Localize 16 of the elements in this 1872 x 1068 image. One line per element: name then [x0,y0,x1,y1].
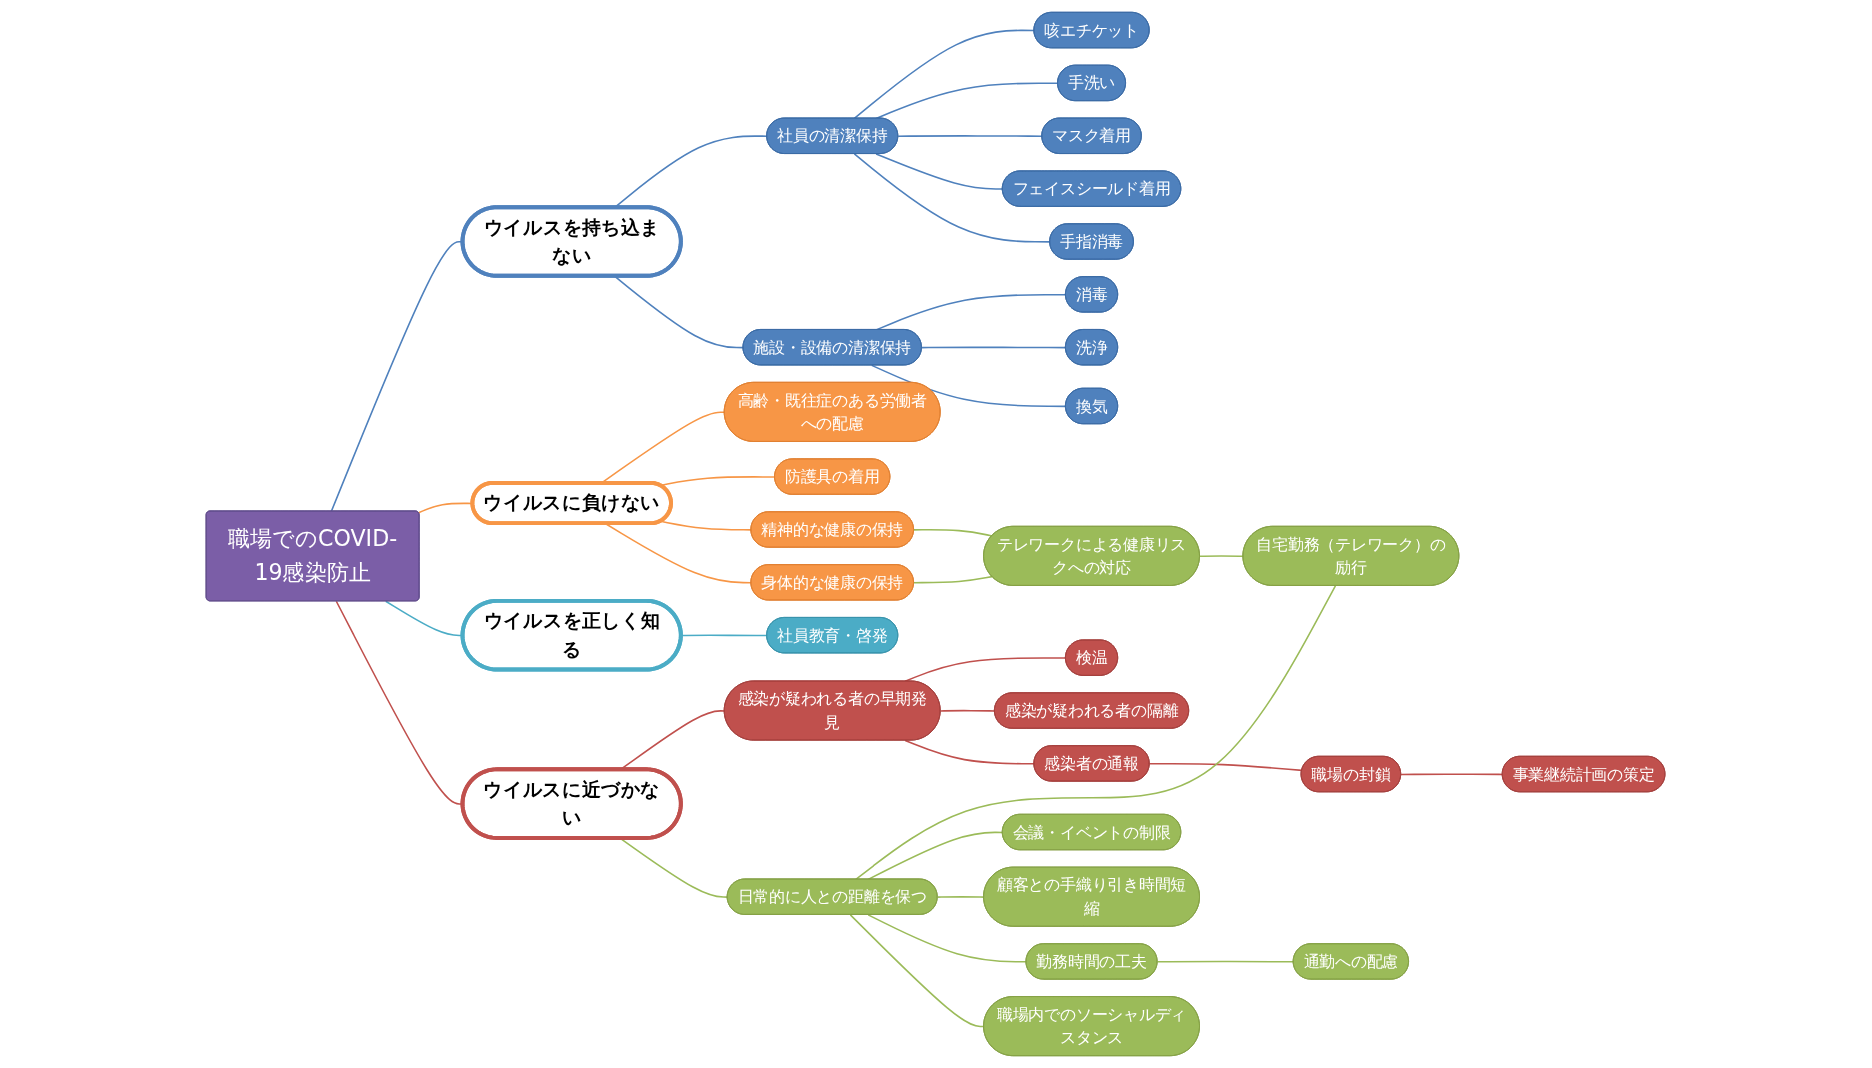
connector [660,520,753,531]
connector [854,29,1036,120]
connector [1157,960,1295,963]
connector [937,896,986,898]
connector [897,135,1044,137]
connector [867,914,1028,963]
connector [913,575,994,584]
connector [620,837,729,898]
connector [614,275,745,349]
connector [904,739,1036,765]
connector [875,153,1004,190]
connector [913,528,994,537]
connector [854,153,1052,243]
connector [1400,773,1504,776]
connector [1199,555,1245,558]
connector [850,914,986,1028]
